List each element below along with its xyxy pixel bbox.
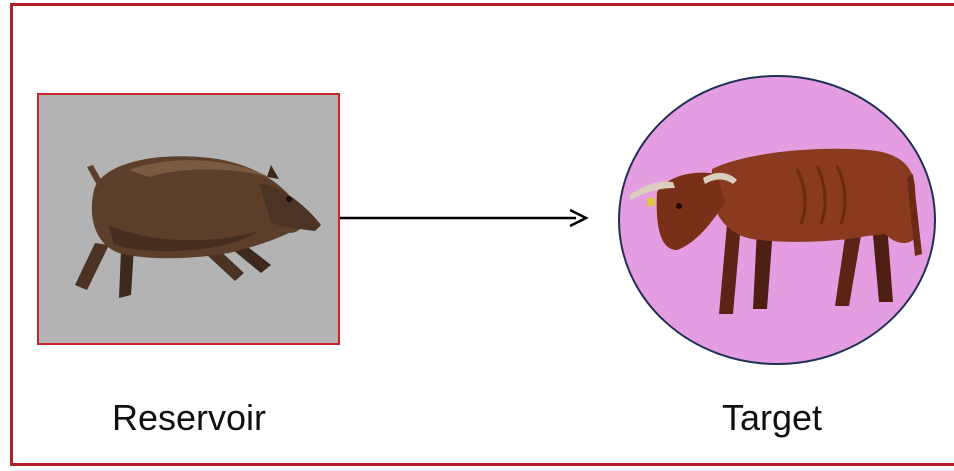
reservoir-node [37, 93, 340, 345]
transmission-arrow [340, 206, 590, 230]
cow-image [617, 74, 937, 366]
target-node [617, 74, 937, 366]
wild-boar-image [39, 95, 338, 343]
reservoir-label: Reservoir [112, 397, 266, 439]
target-label: Target [722, 397, 822, 439]
